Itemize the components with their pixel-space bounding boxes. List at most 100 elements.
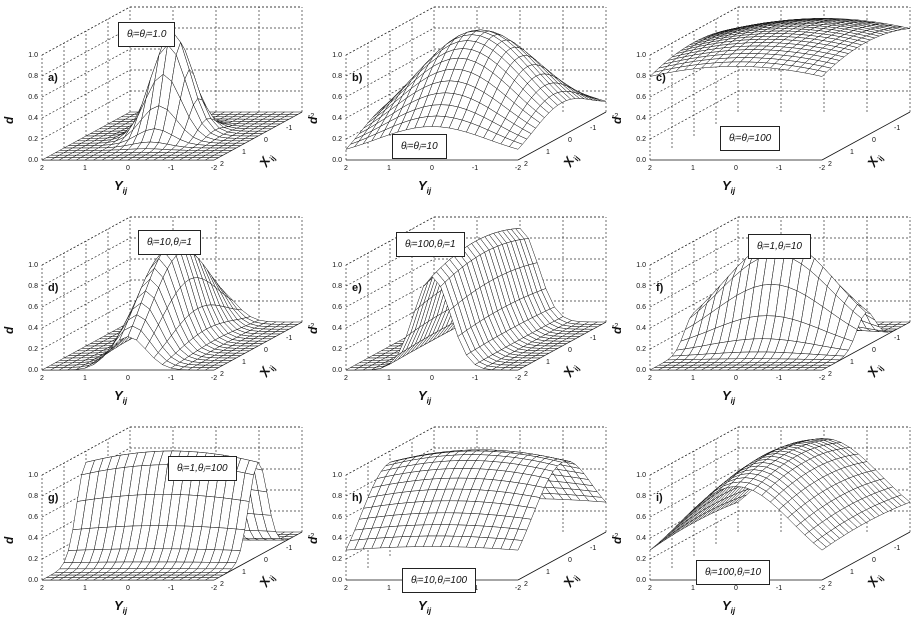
- y-tick-label: -1: [472, 165, 478, 172]
- x-tick-label: 2: [524, 371, 528, 378]
- x-tick-label: 1: [242, 359, 246, 366]
- z-tick-label: 0.2: [636, 346, 646, 353]
- mesh-cell: [509, 367, 523, 371]
- x-tick-label: -2: [308, 323, 314, 330]
- y-axis-label-main: Y: [418, 388, 427, 403]
- parameter-label: θᵢ=10,θⱼ=1: [138, 230, 201, 255]
- z-tick-label: 1.0: [636, 472, 646, 479]
- y-axis-label-sub: ij: [122, 186, 128, 196]
- y-tick-label: -2: [515, 165, 521, 172]
- y-axis-label: Yij: [418, 178, 431, 196]
- x-tick-label: -1: [590, 125, 596, 132]
- z-tick-label: 0.2: [332, 556, 342, 563]
- y-tick-label: -1: [168, 585, 174, 592]
- mesh-cell: [812, 70, 827, 77]
- y-tick-label: -2: [819, 585, 825, 592]
- z-tick-label: 0.2: [636, 136, 646, 143]
- x-tick-label: -1: [286, 125, 292, 132]
- surface-mesh: [649, 240, 911, 371]
- x-tick-label: 2: [220, 371, 224, 378]
- mesh-cell: [509, 539, 523, 551]
- panel-letter: a): [48, 72, 58, 84]
- y-tick-label: -2: [819, 375, 825, 382]
- z-tick-label: 0.4: [332, 115, 342, 122]
- x-tick-label: 0: [872, 347, 876, 354]
- z-tick-label: 0.4: [332, 535, 342, 542]
- parameter-label: θᵢ=θⱼ=1.0: [118, 22, 176, 47]
- y-tick-label: 0: [734, 375, 738, 382]
- y-tick-label: -2: [819, 165, 825, 172]
- z-tick-label: 0.0: [28, 157, 38, 164]
- x-tick-label: 2: [220, 581, 224, 588]
- z-tick-label: 0.8: [636, 283, 646, 290]
- z-axis-label: d: [610, 536, 624, 544]
- y-tick-label: -2: [211, 165, 217, 172]
- y-tick-label: 2: [344, 585, 348, 592]
- y-tick-label: 2: [40, 585, 44, 592]
- x-tick-label: -1: [286, 545, 292, 552]
- x-tick-label: -2: [308, 533, 314, 540]
- z-tick-label: 0.8: [332, 283, 342, 290]
- x-tick-label: -2: [612, 533, 618, 540]
- surface-mesh: [649, 18, 911, 77]
- mesh-cell: [812, 539, 827, 551]
- x-tick-label: 2: [524, 581, 528, 588]
- y-axis-label: Yij: [418, 598, 431, 616]
- y-axis-label: Yij: [418, 388, 431, 406]
- mesh-cell: [205, 577, 219, 581]
- z-tick-label: 0.2: [332, 136, 342, 143]
- z-tick-label: 0.2: [28, 346, 38, 353]
- x-tick-label: -2: [612, 323, 618, 330]
- z-tick-label: 0.2: [636, 556, 646, 563]
- z-tick-label: 0.4: [28, 535, 38, 542]
- y-tick-label: 1: [387, 585, 391, 592]
- y-tick-label: 2: [344, 375, 348, 382]
- z-axis-label: d: [2, 116, 16, 124]
- x-tick-label: 1: [546, 359, 550, 366]
- z-tick-label: 1.0: [332, 262, 342, 269]
- z-tick-label: 1.0: [28, 472, 38, 479]
- surface-mesh: [649, 438, 911, 551]
- z-tick-label: 1.0: [636, 262, 646, 269]
- z-tick-label: 0.8: [636, 73, 646, 80]
- mesh-cell: [813, 367, 827, 371]
- x-tick-label: -1: [894, 545, 900, 552]
- x-tick-label: 0: [872, 557, 876, 564]
- surface-mesh: [345, 29, 607, 150]
- z-axis-label: d: [2, 536, 16, 544]
- z-tick-label: 0.0: [28, 367, 38, 374]
- z-tick-label: 0.0: [636, 367, 646, 374]
- parameter-label: θᵢ=100,θⱼ=10: [696, 560, 771, 585]
- y-axis-label-sub: ij: [122, 396, 128, 406]
- y-axis-label: Yij: [114, 178, 127, 196]
- x-tick-label: 1: [242, 149, 246, 156]
- y-axis-label-main: Y: [722, 388, 731, 403]
- x-tick-label: -1: [894, 335, 900, 342]
- x-tick-label: 1: [546, 149, 550, 156]
- x-tick-label: 0: [568, 347, 572, 354]
- y-tick-label: 2: [648, 585, 652, 592]
- panel-letter: f): [656, 282, 664, 294]
- y-axis-label-main: Y: [114, 388, 123, 403]
- parameter-label: θᵢ=1,θⱼ=100: [168, 456, 237, 481]
- z-tick-label: 0.4: [28, 115, 38, 122]
- x-tick-label: 1: [850, 359, 854, 366]
- x-tick-label: 2: [828, 371, 832, 378]
- floor-edges: [346, 111, 607, 161]
- y-tick-label: 0: [734, 585, 738, 592]
- z-tick-label: 0.8: [28, 493, 38, 500]
- y-axis-label: Yij: [114, 388, 127, 406]
- x-tick-label: -1: [590, 545, 596, 552]
- x-tick-label: -2: [308, 113, 314, 120]
- panel-letter: h): [352, 492, 363, 504]
- y-axis-label: Yij: [114, 598, 127, 616]
- parameter-label: θᵢ=θⱼ=10: [392, 134, 447, 159]
- y-tick-label: -2: [515, 375, 521, 382]
- z-tick-label: 0.4: [636, 325, 646, 332]
